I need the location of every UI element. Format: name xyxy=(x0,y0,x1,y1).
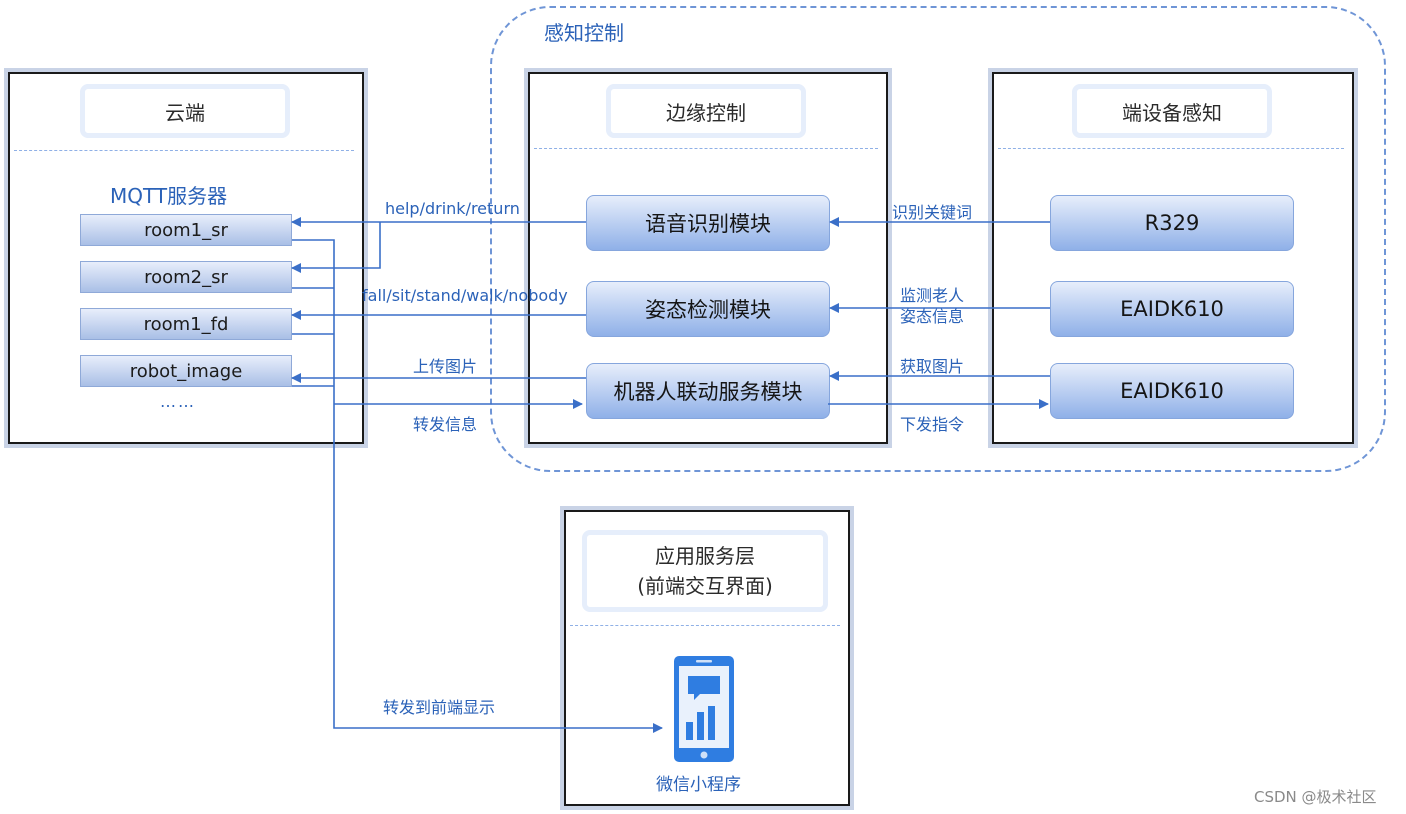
device-r329: R329 xyxy=(1050,195,1294,251)
topic-robot-image: robot_image xyxy=(80,355,292,387)
device-divider xyxy=(998,148,1344,149)
label-upload-image: 上传图片 xyxy=(413,357,478,376)
perception-control-group xyxy=(490,6,1386,472)
topic-room1-sr: room1_sr xyxy=(80,214,292,246)
app-title-line2: (前端交互界面) xyxy=(637,574,773,598)
edge-title: 边缘控制 xyxy=(606,84,806,138)
topic-room1-fd: room1_fd xyxy=(80,308,292,340)
label-get-image: 获取图片 xyxy=(900,357,965,376)
label-monitor-line1: 监测老人 xyxy=(900,286,965,305)
label-forward-info: 转发信息 xyxy=(413,415,478,434)
mqtt-server-label: MQTT服务器 xyxy=(110,184,228,208)
phone-miniprogram-icon xyxy=(674,656,734,762)
label-forward-frontend: 转发到前端显示 xyxy=(383,698,496,717)
module-robot-linkage: 机器人联动服务模块 xyxy=(586,363,830,419)
app-title-line1: 应用服务层 xyxy=(655,544,755,568)
perception-control-title: 感知控制 xyxy=(544,21,624,45)
topics-more-ellipsis: …… xyxy=(160,392,196,411)
label-monitor-line2: 姿态信息 xyxy=(900,307,965,326)
module-speech-recognition: 语音识别模块 xyxy=(586,195,830,251)
label-voice-commands: help/drink/return xyxy=(385,199,520,218)
miniprogram-label: 微信小程序 xyxy=(656,775,741,795)
device-eaidk610-pose: EAIDK610 xyxy=(1050,281,1294,337)
app-title: 应用服务层 (前端交互界面) xyxy=(582,530,828,612)
label-monitor-elderly: 监测老人 姿态信息 xyxy=(900,285,964,327)
label-recognize-keywords: 识别关键词 xyxy=(892,203,973,222)
device-title: 端设备感知 xyxy=(1072,84,1272,138)
cloud-title: 云端 xyxy=(80,84,290,138)
cloud-divider xyxy=(14,150,354,151)
label-pose-states: fall/sit/stand/walk/nobody xyxy=(362,286,568,305)
device-eaidk610-robot: EAIDK610 xyxy=(1050,363,1294,419)
edge-divider xyxy=(534,148,878,149)
module-pose-detection: 姿态检测模块 xyxy=(586,281,830,337)
label-send-command: 下发指令 xyxy=(900,415,965,434)
watermark: CSDN @极术社区 xyxy=(1254,788,1377,806)
topic-room2-sr: room2_sr xyxy=(80,261,292,293)
app-divider xyxy=(570,625,840,626)
